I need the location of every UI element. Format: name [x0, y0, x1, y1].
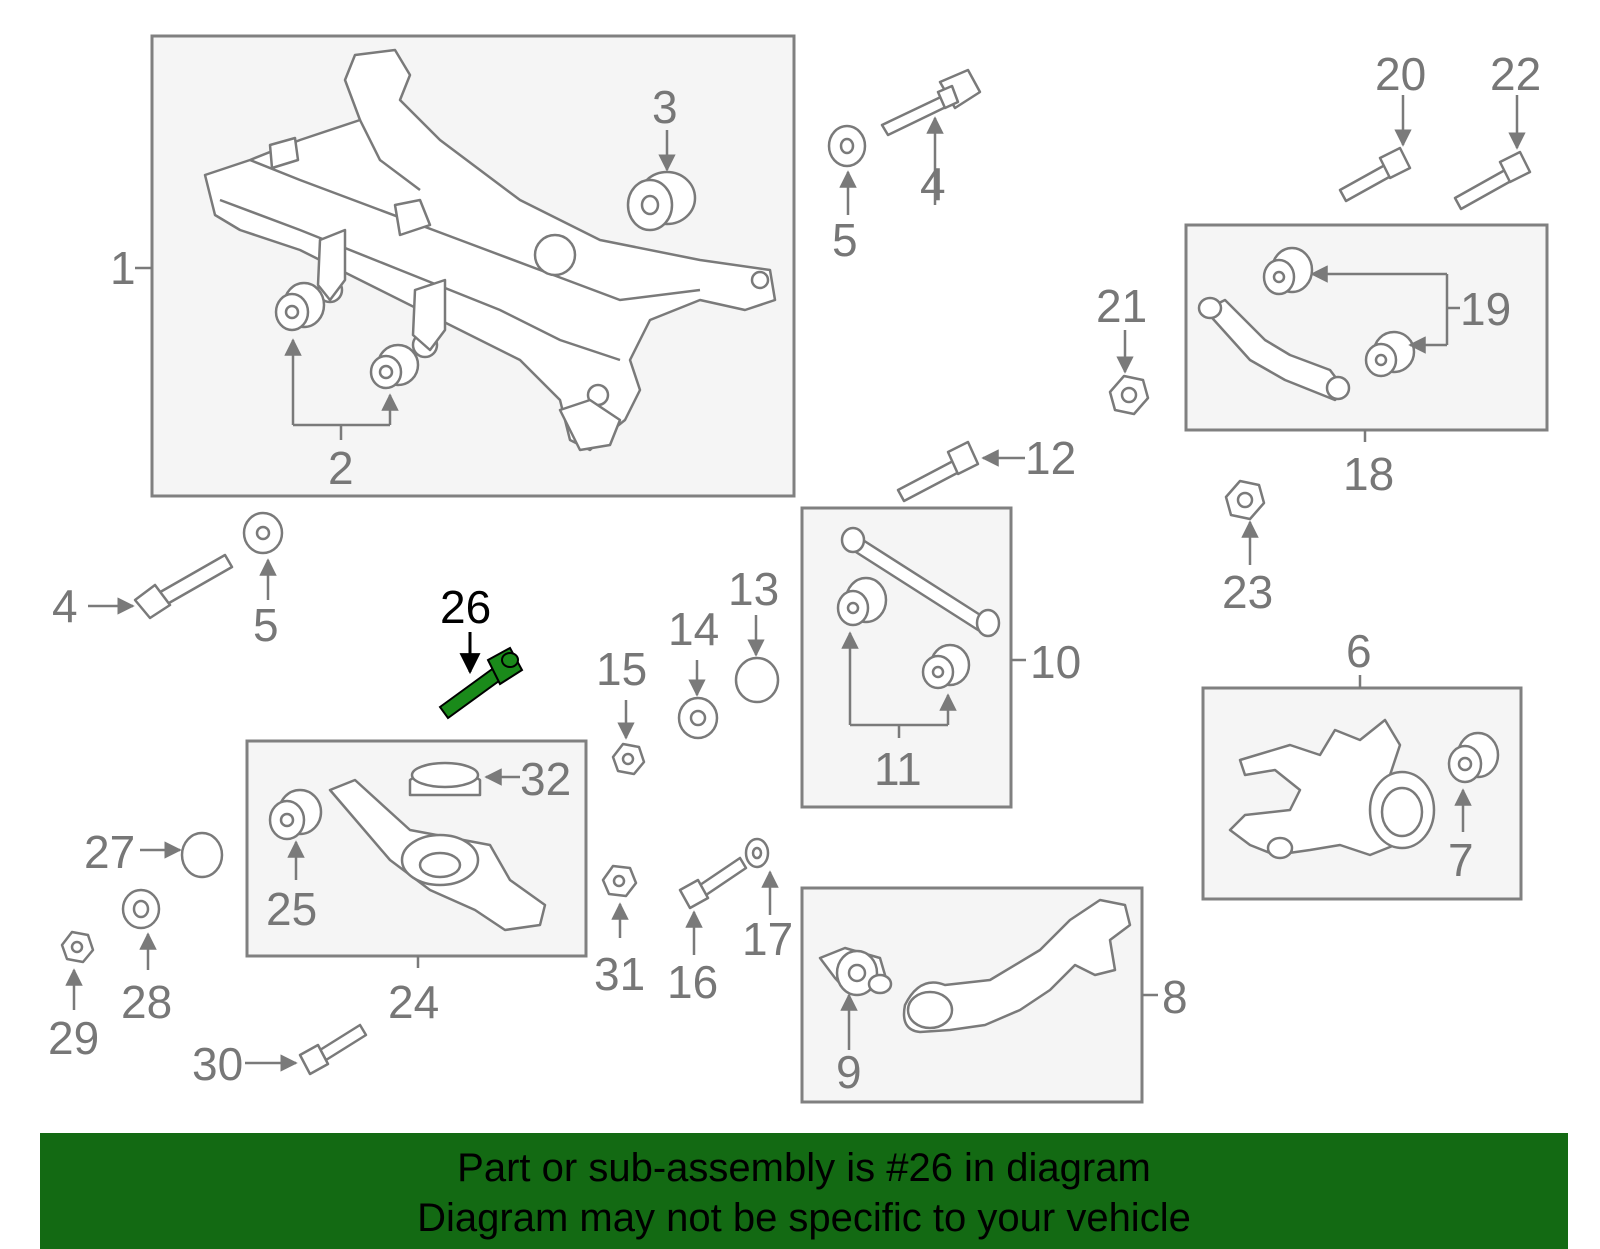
part-8-trailing-arm: [902, 898, 1132, 1034]
upper-arm-group-box: [800, 506, 1013, 809]
part-4-bolt-top: [880, 68, 982, 137]
callout-5-left: 5: [253, 599, 279, 651]
part-15-nut: [611, 742, 646, 776]
callout-28: 28: [121, 976, 172, 1028]
callout-9: 9: [836, 1046, 862, 1098]
callout-21: 21: [1096, 280, 1147, 332]
callout-30: 30: [192, 1038, 243, 1090]
callout-18: 18: [1343, 448, 1394, 500]
part-22-bolt: [1453, 150, 1532, 211]
callout-10: 10: [1030, 636, 1081, 688]
callout-25: 25: [266, 883, 317, 935]
part-19-bushings: [1262, 246, 1416, 378]
callout-15: 15: [596, 643, 647, 695]
part-30-bolt: [298, 1023, 368, 1076]
callout-20: 20: [1375, 48, 1426, 100]
part-17-washer: [744, 837, 770, 869]
part-21-nut: [1108, 374, 1150, 416]
part-2-bushings: [274, 281, 420, 390]
part-13-bumper: [734, 656, 780, 704]
callout-16: 16: [667, 956, 718, 1008]
callout-11: 11: [874, 743, 922, 795]
part-7-bushing: [1447, 731, 1500, 784]
callout-7: 7: [1448, 834, 1474, 886]
part-10-link: [840, 526, 1001, 638]
callout-31: 31: [594, 948, 645, 1000]
callout-19: 19: [1460, 283, 1511, 335]
callout-17: 17: [742, 913, 793, 965]
callout-24: 24: [388, 976, 439, 1028]
callout-2: 2: [328, 442, 354, 494]
part-16-bolt: [678, 856, 748, 910]
part-31-nut: [601, 864, 638, 898]
part-11-bushings: [836, 576, 971, 690]
callout-29: 29: [48, 1012, 99, 1064]
part-24-lower-arm: [328, 761, 547, 932]
part-28-washer: [121, 888, 161, 930]
callout-6: 6: [1346, 625, 1372, 677]
subframe-illustration: [203, 48, 777, 452]
part-5-washer-top: [827, 124, 867, 168]
part-9-bushing: [818, 946, 893, 997]
part-25-bushing: [268, 788, 323, 841]
callout-32: 32: [520, 753, 571, 805]
part-12-bolt: [896, 440, 980, 503]
part-20-bolt: [1338, 146, 1412, 203]
callout-4-left: 4: [52, 580, 78, 632]
part-info-banner: Part or sub-assembly is #26 in diagram D…: [40, 1133, 1568, 1249]
callout-1: 1: [110, 242, 136, 294]
banner-line-2: Diagram may not be specific to your vehi…: [417, 1196, 1191, 1240]
callout-12: 12: [1025, 432, 1076, 484]
banner-line-1: Part or sub-assembly is #26 in diagram: [457, 1146, 1151, 1190]
callout-14: 14: [668, 603, 719, 655]
part-26-bolt-highlighted[interactable]: [438, 646, 524, 720]
part-6-knuckle: [1228, 718, 1436, 860]
callout-22: 22: [1490, 48, 1541, 100]
callout-4-top: 4: [920, 158, 946, 210]
part-23-nut: [1224, 479, 1266, 521]
callout-5-top: 5: [832, 214, 858, 266]
callout-27: 27: [84, 826, 135, 878]
part-4-bolt-left: [133, 553, 234, 620]
part-5-washer-left: [242, 511, 284, 555]
callout-23: 23: [1222, 566, 1273, 618]
callout-8: 8: [1162, 971, 1188, 1023]
part-27-bumper: [180, 831, 224, 879]
part-14-washer: [677, 696, 719, 740]
part-18-link: [1197, 296, 1351, 402]
callout-13: 13: [728, 563, 779, 615]
part-29-nut: [60, 930, 95, 964]
callout-3: 3: [652, 81, 678, 133]
part-3-bushing: [626, 170, 697, 232]
callout-26: 26: [440, 581, 491, 633]
